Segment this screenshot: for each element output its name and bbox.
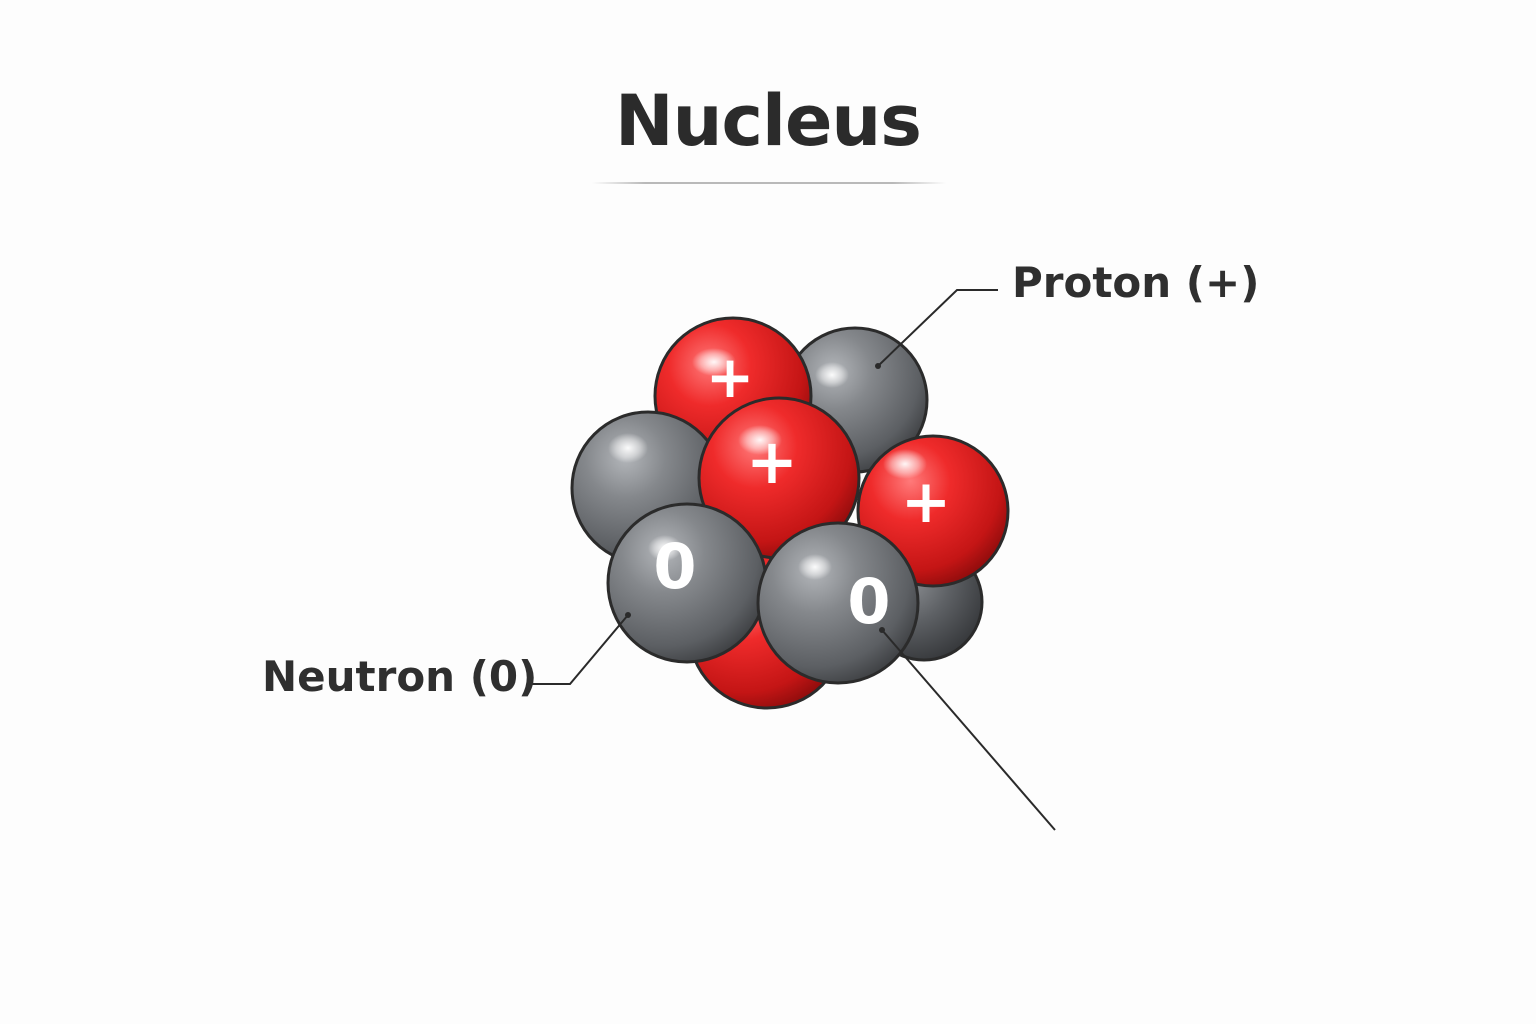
proton-symbol: + bbox=[706, 343, 755, 411]
unlabeled-leader-line bbox=[881, 629, 1056, 831]
neutron-label: Neutron (0) bbox=[262, 652, 538, 701]
proton-symbol: + bbox=[901, 467, 951, 537]
proton-leader-dot bbox=[875, 363, 881, 369]
proton-label: Proton (+) bbox=[1012, 258, 1260, 307]
proton-center: + bbox=[697, 396, 861, 560]
neutron-symbol: 0 bbox=[653, 530, 696, 603]
neutron-bottom-left: 0 bbox=[606, 502, 768, 664]
unlabeled-leader-dot bbox=[879, 627, 885, 633]
proton-symbol: + bbox=[746, 425, 798, 498]
neutron-leader-dot bbox=[625, 612, 631, 618]
neutron-symbol: 0 bbox=[847, 565, 890, 638]
neutron-leader-line bbox=[527, 614, 629, 685]
proton-leader-line bbox=[877, 289, 998, 367]
neutron-bottom-right: 0 bbox=[756, 521, 920, 685]
diagram-title: Nucleus bbox=[615, 80, 922, 162]
title-divider bbox=[592, 182, 946, 184]
